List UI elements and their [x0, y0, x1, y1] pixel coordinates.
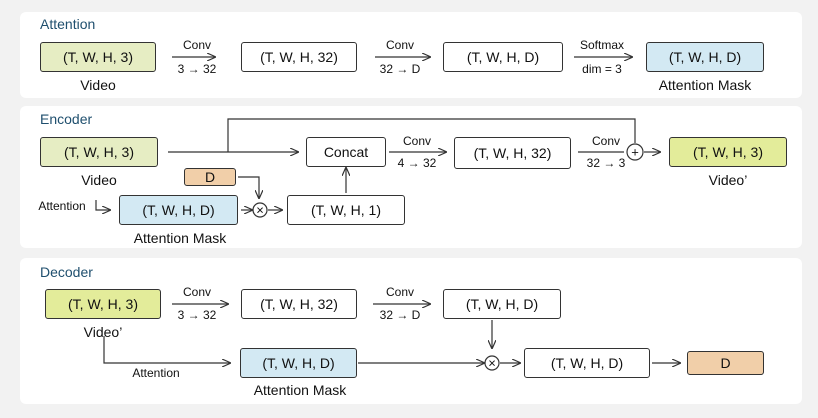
attn-video-label: Video [80, 77, 116, 93]
decoder-panel [20, 258, 802, 404]
enc-video-box: (T, W, H, 3) [40, 137, 158, 167]
enc-conv2-label: Conv [591, 134, 620, 148]
enc-attention-line [95, 200, 110, 210]
enc-out-box: (T, W, H, 3) [669, 137, 787, 167]
dec-conv1-sub: 3 → 32 [177, 308, 217, 322]
enc-box-32: (T, W, H, 32) [454, 137, 571, 169]
dec-video-label: Video’ [83, 324, 123, 340]
attn-box-d: (T, W, H, D) [443, 42, 563, 72]
encoder-title: Encoder [40, 111, 93, 127]
enc-video-label: Video [81, 172, 117, 188]
attn-conv1-sub: 3 → 32 [177, 62, 217, 76]
enc-out-label: Video’ [708, 172, 748, 188]
attn-softmax-sub: dim = 3 [582, 62, 622, 76]
attn-video-box: (T, W, H, 3) [40, 42, 156, 72]
enc-mask-label: Attention Mask [133, 230, 227, 246]
enc-mult-symbol: × [256, 203, 264, 218]
dec-mult-circle [484, 355, 500, 371]
enc-attention-label: Attention [38, 199, 86, 213]
enc-box-1: (T, W, H, 1) [287, 195, 405, 225]
attention-title: Attention [40, 16, 96, 32]
dec-video-box: (T, W, H, 3) [45, 289, 161, 319]
dec-box-32: (T, W, H, 32) [241, 289, 357, 319]
dec-conv2-label: Conv [385, 285, 414, 299]
decoder-title: Decoder [40, 264, 93, 280]
attn-box-32: (T, W, H, 32) [241, 42, 357, 72]
dec-mask-box: (T, W, H, D) [240, 348, 357, 378]
enc-conv1-label: Conv [402, 134, 431, 148]
enc-conv1-sub: 4 → 32 [397, 156, 437, 170]
enc-conv2-sub: 32 → 3 [586, 156, 626, 170]
dec-mult-symbol: × [488, 356, 496, 371]
dec-attention-label: Attention [132, 366, 180, 380]
enc-mult-circle [252, 202, 268, 218]
enc-add-circle [626, 143, 644, 161]
attn-conv2-label: Conv [385, 38, 414, 52]
enc-d-box: D [184, 168, 236, 186]
attn-mask-box: (T, W, H, D) [646, 42, 764, 72]
attn-conv2-sub: 32 → D [379, 62, 421, 76]
attn-mask-label: Attention Mask [658, 77, 752, 93]
attn-softmax-label: Softmax [579, 38, 624, 52]
enc-skip-line [227, 118, 636, 152]
dec-d-box: D [687, 351, 764, 375]
enc-d-down [238, 176, 259, 198]
dec-conv2-sub: 32 → D [379, 308, 421, 322]
attn-conv1-label: Conv [182, 38, 211, 52]
enc-add-symbol: + [631, 145, 639, 160]
dec-conv1-label: Conv [182, 285, 211, 299]
dec-box-d: (T, W, H, D) [443, 289, 561, 319]
enc-mask-box: (T, W, H, D) [119, 195, 238, 225]
dec-attention-line [103, 336, 230, 363]
dec-out-box: (T, W, H, D) [524, 348, 650, 378]
dec-mask-label: Attention Mask [253, 382, 347, 398]
enc-concat-box: Concat [306, 137, 386, 167]
